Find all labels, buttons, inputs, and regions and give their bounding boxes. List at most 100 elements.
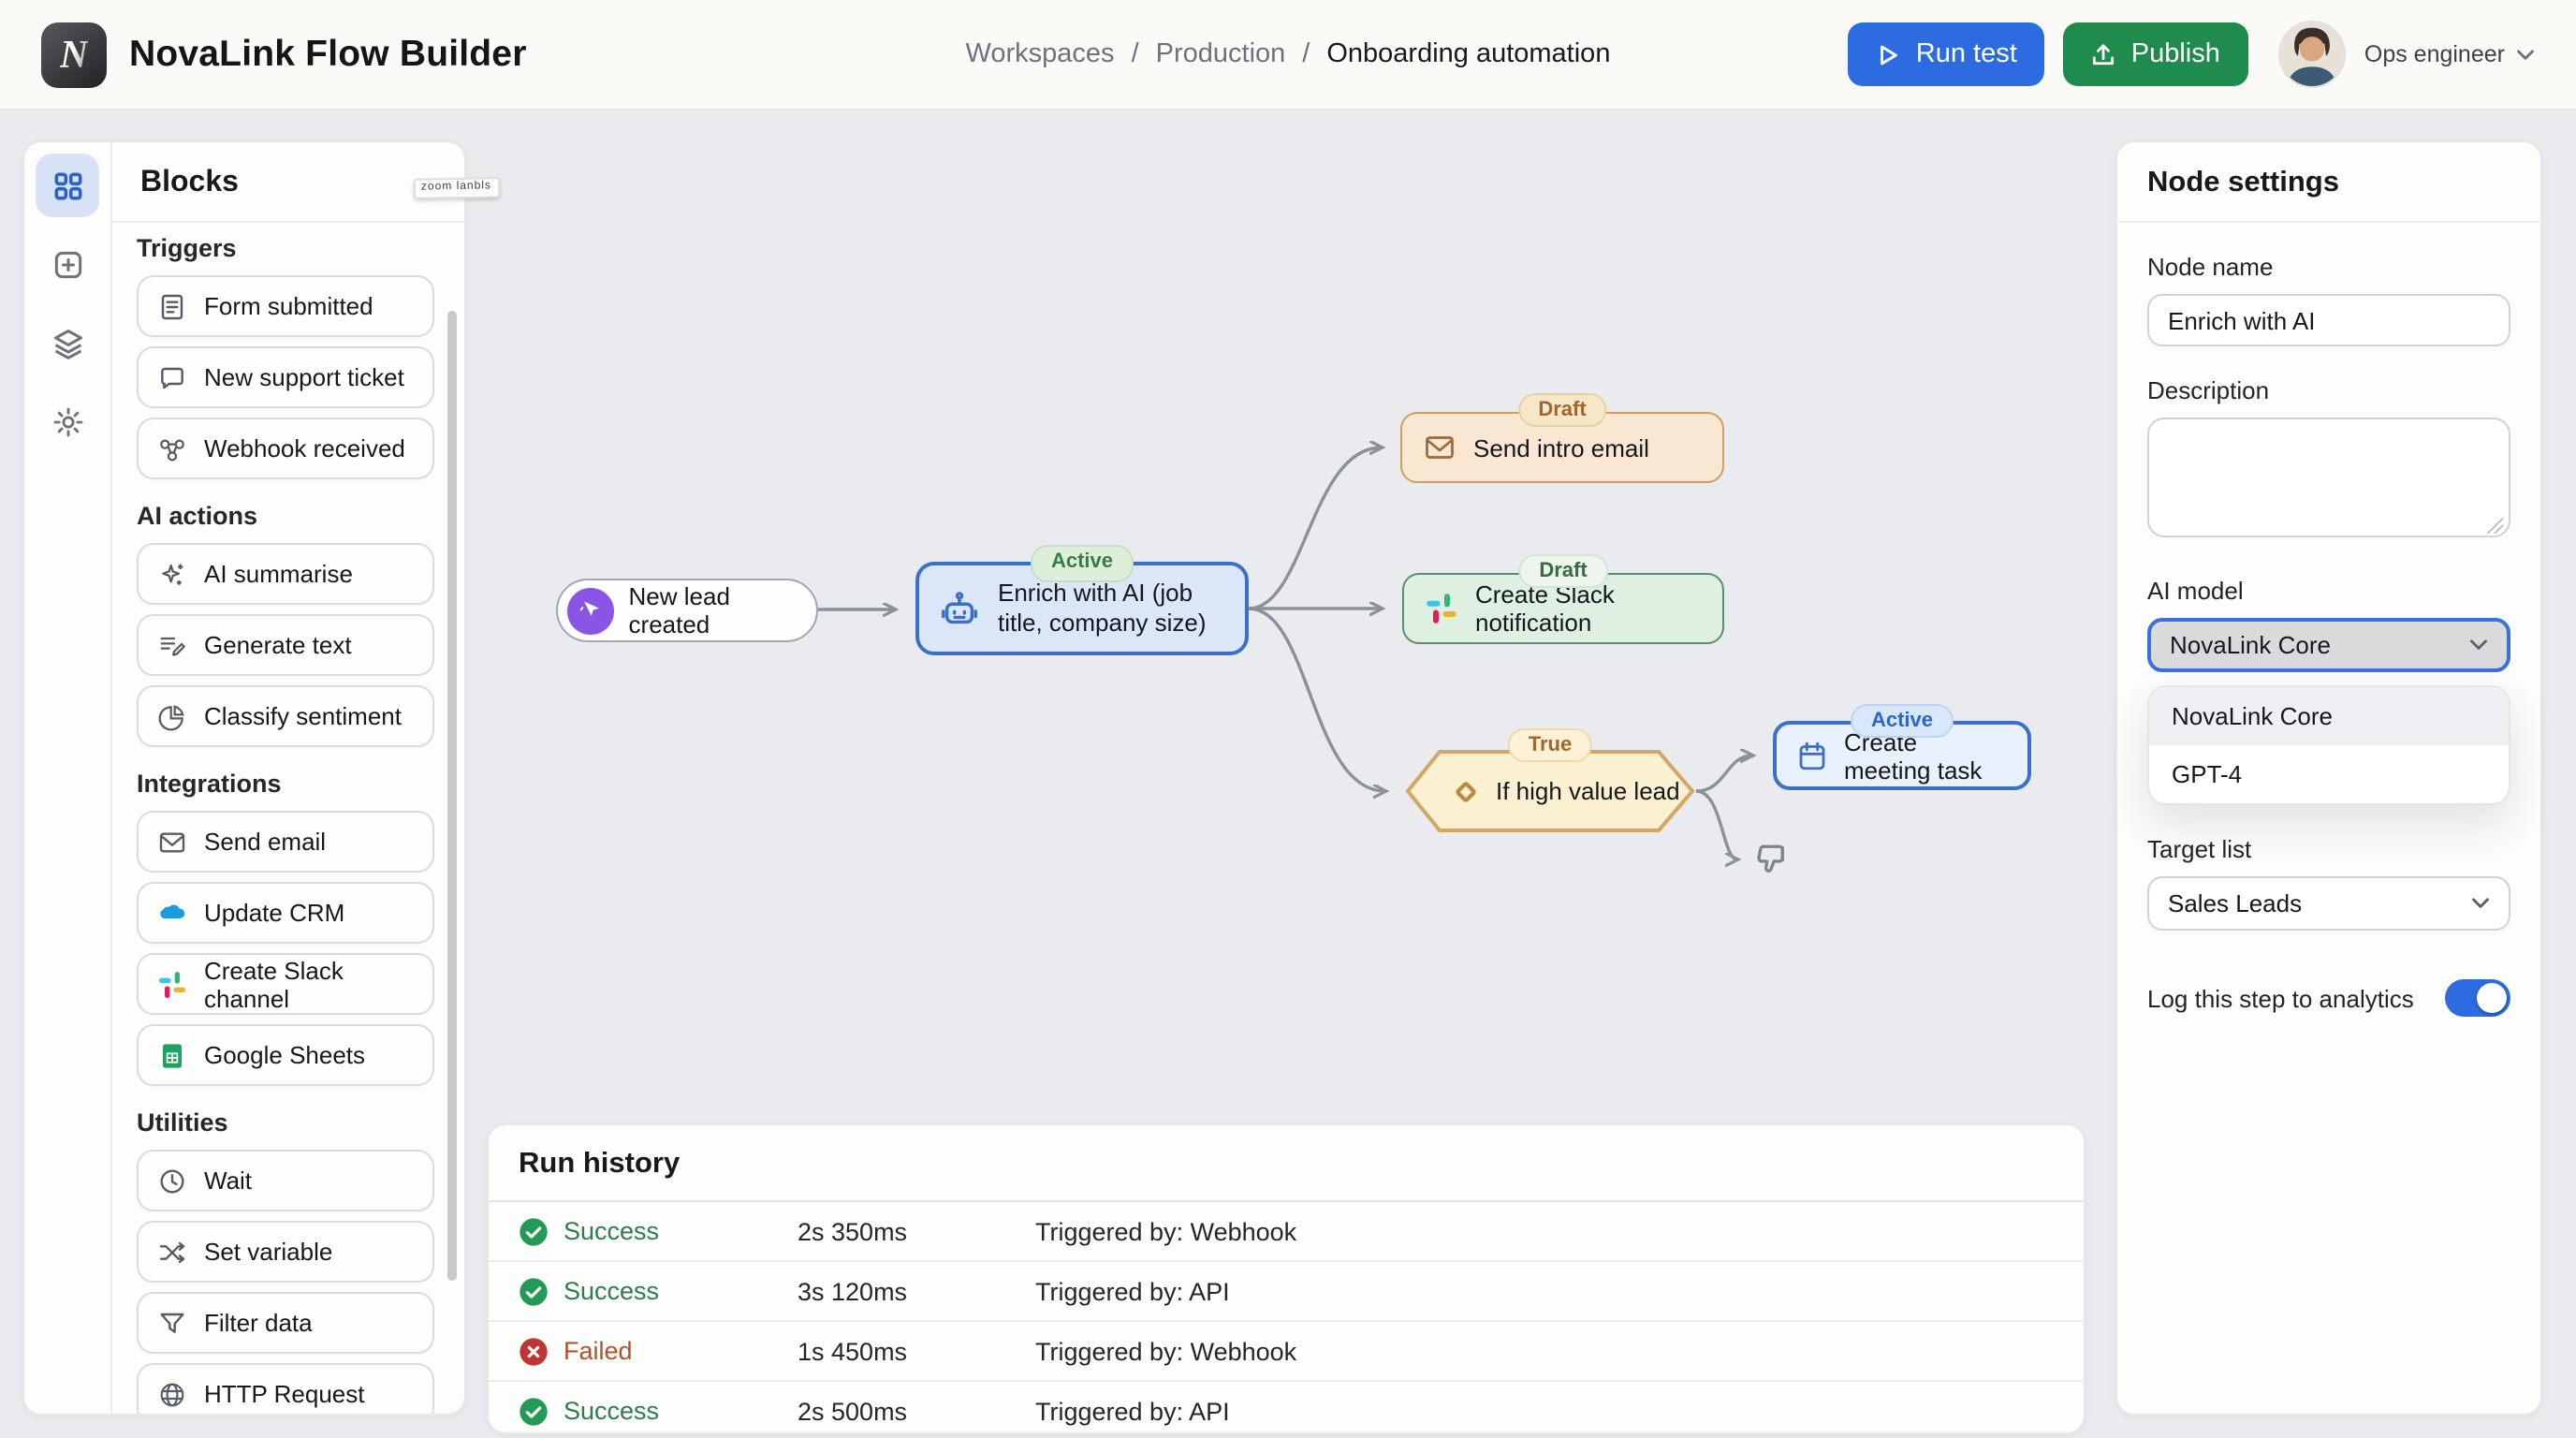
block-item-label: Google Sheets	[204, 1041, 366, 1069]
ai-model-value: NovaLink Core	[2170, 631, 2331, 659]
section-title: AI actions	[137, 502, 258, 530]
grid-icon	[50, 168, 85, 203]
run-test-button[interactable]: Run test	[1848, 22, 2045, 86]
run-status: Success	[519, 1396, 659, 1426]
analytics-toggle[interactable]	[2445, 979, 2510, 1017]
node-label: Send intro email	[1473, 433, 1649, 462]
publish-button[interactable]: Publish	[2063, 22, 2248, 86]
description-textarea[interactable]	[2147, 418, 2510, 537]
block-item-crm[interactable]: Update CRM	[137, 882, 434, 944]
run-trigger: Triggered by: API	[1035, 1397, 1230, 1425]
toggle-knob	[2477, 983, 2507, 1013]
breadcrumb-separator: /	[1131, 39, 1139, 69]
play-icon	[1877, 42, 1901, 66]
x-circle-icon	[519, 1336, 549, 1366]
rail-item-settings[interactable]	[36, 389, 99, 453]
block-item-label: Form submitted	[204, 292, 373, 320]
status-badge-true: True	[1507, 728, 1593, 762]
target-list-label: Target list	[2147, 835, 2252, 863]
scrollbar-thumb[interactable]	[447, 311, 457, 1281]
form-icon	[157, 291, 187, 321]
node-name-label: Node name	[2147, 253, 2274, 281]
ai-model-select[interactable]: NovaLink Core	[2147, 618, 2510, 672]
analytics-toggle-row: Log this step to analytics	[2147, 979, 2510, 1017]
run-trigger: Triggered by: Webhook	[1035, 1337, 1297, 1365]
block-item-form[interactable]: Form submitted	[137, 275, 434, 337]
crm-icon	[157, 898, 187, 928]
block-item-funnel[interactable]: Filter data	[137, 1292, 434, 1354]
generate-icon	[157, 630, 187, 660]
globe-icon	[157, 1379, 187, 1409]
run-status-label: Success	[564, 1277, 660, 1305]
block-item-sparkles[interactable]: AI summarise	[137, 543, 434, 605]
breadcrumb-production[interactable]: Production	[1155, 39, 1286, 69]
block-item-mail[interactable]: Send email	[137, 811, 434, 873]
block-item-clock[interactable]: Wait	[137, 1150, 434, 1211]
breadcrumb: Workspaces / Production / Onboarding aut…	[966, 39, 1611, 69]
thumbs-down-icon[interactable]	[1754, 839, 1795, 880]
ai-model-option[interactable]: GPT-4	[2172, 760, 2243, 788]
plus-square-icon	[50, 246, 85, 282]
block-item-shuffle[interactable]: Set variable	[137, 1221, 434, 1283]
target-list-select[interactable]: Sales Leads	[2147, 876, 2510, 931]
status-badge-active: Active	[1030, 545, 1134, 582]
node-label: If high value lead	[1496, 777, 1680, 805]
breadcrumb-workspaces[interactable]: Workspaces	[965, 39, 1115, 69]
node-label: New lead created	[628, 582, 730, 638]
rail-item-layers[interactable]	[36, 311, 99, 374]
node-new-lead-created[interactable]: New lead created	[556, 579, 818, 642]
node-create-meeting-task[interactable]: Active Create meeting task	[1773, 704, 2031, 790]
avatar[interactable]	[2277, 21, 2346, 88]
block-item-label: Create Slack channel	[204, 956, 344, 1012]
chevron-down-icon	[2469, 638, 2488, 652]
layers-icon	[50, 325, 85, 360]
node-enrich-with-ai[interactable]: Active Enrich with AI (job title, compan…	[915, 545, 1249, 655]
run-row[interactable]: Success 2s 350ms Triggered by: Webhook	[489, 1202, 2084, 1262]
block-item-sheets[interactable]: Google Sheets	[137, 1024, 434, 1086]
block-item-globe[interactable]: HTTP Request	[137, 1363, 434, 1414]
node-create-slack-notification[interactable]: Draft Create Slack notification	[1402, 554, 1724, 644]
block-item-pie[interactable]: Classify sentiment	[137, 685, 434, 747]
rail-item-blocks[interactable]	[36, 154, 99, 217]
node-send-intro-email[interactable]: Draft Send intro email	[1400, 393, 1724, 483]
analytics-toggle-label: Log this step to analytics	[2147, 984, 2414, 1012]
clock-icon	[157, 1166, 187, 1196]
node-settings-title: Node settings	[2117, 142, 2540, 223]
run-history-title: Run history	[489, 1125, 2084, 1202]
app-logo: N	[41, 22, 107, 87]
icon-rail	[24, 142, 112, 1414]
run-status-label: Failed	[564, 1337, 633, 1365]
block-item-label: Set variable	[204, 1238, 333, 1266]
section-title: Integrations	[137, 770, 282, 798]
status-badge-active: Active	[1850, 704, 1954, 738]
run-status-label: Success	[564, 1217, 660, 1245]
node-label: Enrich with AI (job title, company size)	[998, 578, 1207, 638]
node-name-input[interactable]	[2147, 294, 2510, 346]
run-trigger: Triggered by: Webhook	[1035, 1217, 1297, 1245]
blocks-title: Blocks	[110, 142, 464, 223]
block-item-generate[interactable]: Generate text	[137, 614, 434, 676]
rail-item-add[interactable]	[36, 232, 99, 296]
header-actions: Run test Publish Ops engineer	[1848, 21, 2535, 88]
block-item-slack[interactable]: Create Slack channel	[137, 953, 434, 1015]
block-item-ticket[interactable]: New support ticket	[137, 346, 434, 408]
ai-model-option[interactable]: NovaLink Core	[2149, 687, 2509, 745]
section-title: Utilities	[137, 1108, 228, 1137]
resize-handle[interactable]	[2486, 517, 2503, 534]
user-menu[interactable]: Ops engineer	[2364, 41, 2535, 67]
status-badge-draft: Draft	[1517, 393, 1607, 427]
run-duration: 2s 350ms	[798, 1217, 908, 1245]
breadcrumb-current: Onboarding automation	[1326, 39, 1611, 69]
block-item-webhook[interactable]: Webhook received	[137, 418, 434, 479]
block-item-label: Classify sentiment	[204, 702, 402, 730]
node-settings-panel: Node settings Node name Description AI m…	[2115, 140, 2542, 1416]
pie-icon	[157, 701, 187, 731]
run-status: Success	[519, 1216, 659, 1246]
node-if-high-value-lead[interactable]: True If high value lead	[1404, 728, 1696, 833]
